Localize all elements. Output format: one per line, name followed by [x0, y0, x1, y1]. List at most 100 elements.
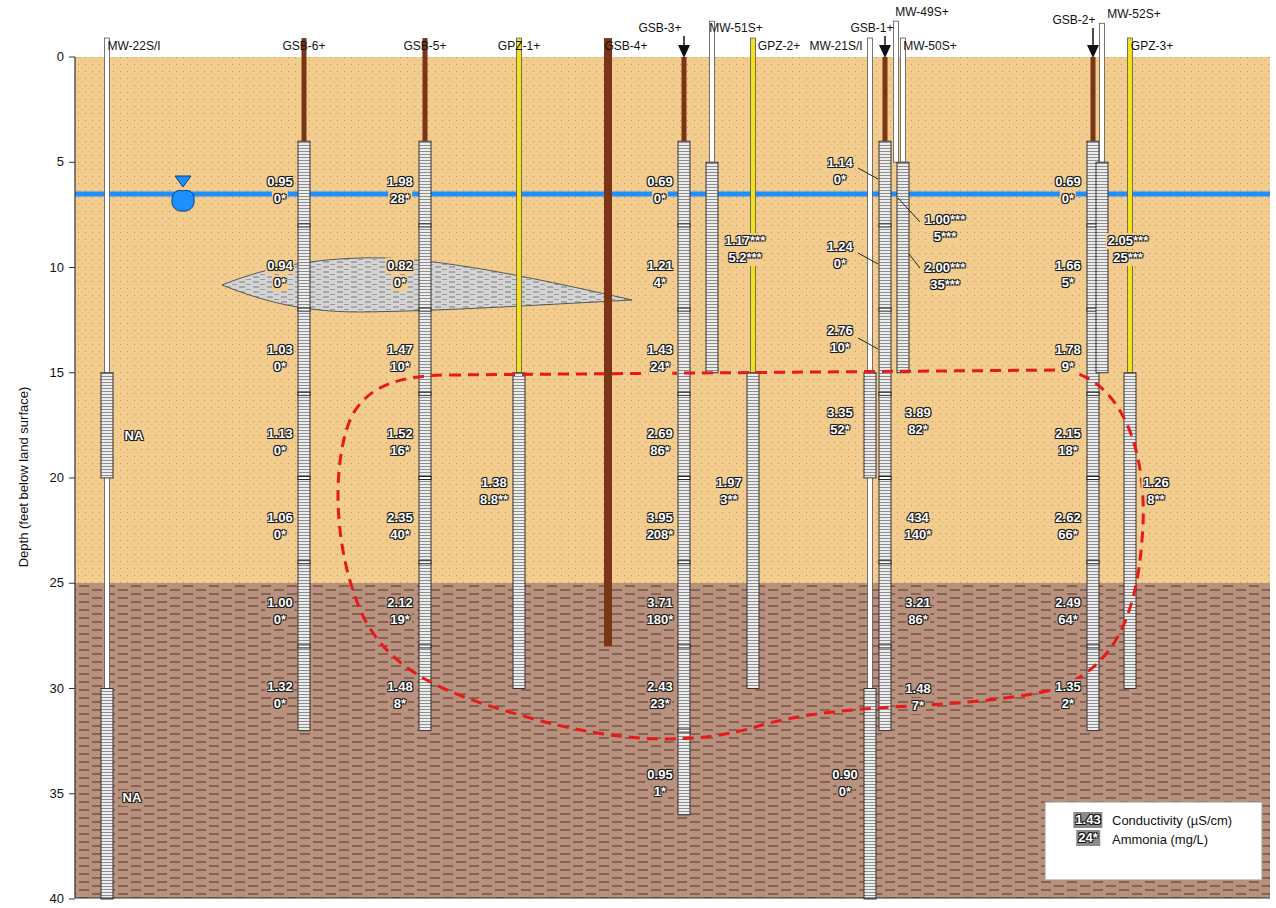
well-screen [678, 141, 690, 815]
ammonia-value: 52* [828, 422, 852, 438]
conductivity-value: 2.35 [385, 510, 414, 526]
screen-joint [298, 477, 310, 480]
depth-tick: 30 [50, 681, 64, 697]
well-name: MW-50S+ [903, 38, 956, 54]
ammonia-value: 23* [648, 696, 672, 712]
ammonia-value: 0* [837, 784, 853, 800]
conductivity-value: 1.78 [1053, 342, 1082, 358]
conductivity-value: 2.00*** [923, 260, 967, 276]
ammonia-value: 5.2*** [726, 250, 763, 266]
tick-mark [69, 372, 75, 373]
conductivity-value: 0.94 [265, 258, 294, 274]
conductivity-value: 0.69 [645, 174, 674, 190]
ammonia-value: 2* [1060, 696, 1076, 712]
conductivity-value: 1.47 [385, 342, 414, 358]
screen-joint [678, 392, 690, 395]
well [864, 38, 876, 899]
well-screen [1096, 162, 1108, 373]
legend-text: Conductivity (µS/cm) [1112, 813, 1232, 829]
screen-joint [419, 561, 431, 564]
well [894, 21, 899, 162]
legend-sample: 1.43 [1073, 812, 1102, 828]
wells [101, 21, 1136, 899]
well-pointer-head [1087, 45, 1099, 58]
ammonia-value: 9* [1060, 359, 1076, 375]
legend-sample: 24* [1076, 830, 1100, 846]
conductivity-value: 1.14 [825, 155, 854, 171]
well [678, 36, 690, 815]
well-screen [1124, 373, 1136, 689]
well-name: MW-51S+ [709, 20, 762, 36]
conductivity-value: 3.89 [903, 405, 932, 421]
well [419, 38, 431, 731]
tick-mark [69, 267, 75, 268]
well-screen [706, 162, 718, 373]
conductivity-value: 0.69 [1053, 174, 1082, 190]
ammonia-value: 5*** [932, 229, 958, 245]
conductivity-value: 434 [905, 510, 931, 526]
ammonia-value: 3** [718, 492, 739, 508]
well-casing [901, 38, 906, 162]
well-name: MW-22S/I [107, 38, 160, 54]
ammonia-value: 64* [1056, 612, 1080, 628]
ammonia-value: 82* [906, 422, 930, 438]
well-casing [105, 478, 110, 689]
conductivity-value: 1.06 [265, 510, 294, 526]
screen-joint [298, 645, 310, 648]
screen-joint [678, 645, 690, 648]
legend-text: Ammonia (mg/L) [1112, 832, 1208, 848]
well-casing [517, 38, 522, 373]
screen-joint [419, 224, 431, 227]
conductivity-value: 3.35 [825, 405, 854, 421]
ammonia-value: 4* [652, 275, 668, 291]
conductivity-value: 3.21 [903, 595, 932, 611]
ammonia-value: 18* [1056, 443, 1080, 459]
conductivity-value: 1.21 [645, 258, 674, 274]
plume-outline [338, 370, 1143, 739]
screen-joint [879, 561, 891, 564]
well-pointer-head [879, 45, 891, 58]
conductivity-value: 2.76 [825, 323, 854, 339]
conductivity-value: 0.90 [830, 767, 859, 783]
well-screen [864, 689, 876, 900]
ammonia-value: 0* [392, 275, 408, 291]
conductivity-value: 2.12 [385, 595, 414, 611]
screen-joint [678, 224, 690, 227]
well-name: MW-21S/I [809, 38, 862, 54]
well-name: GSB-5+ [403, 38, 446, 54]
conductivity-value: 2.15 [1053, 426, 1082, 442]
ammonia-value: 0* [832, 256, 848, 272]
conductivity-value: 1.35 [1053, 679, 1082, 695]
tick-mark [69, 899, 75, 900]
ammonia-value: 0* [1060, 191, 1076, 207]
well [879, 36, 891, 731]
screen-joint [1087, 561, 1099, 564]
conductivity-value: 1.43 [645, 342, 674, 358]
depth-tick: 25 [50, 575, 64, 591]
tick-mark [69, 688, 75, 689]
screen-joint [678, 729, 690, 732]
well [298, 38, 310, 731]
well-name: GPZ-2+ [758, 38, 800, 54]
well-casing [883, 57, 888, 141]
screen-joint [298, 308, 310, 311]
well-name: GSB-6+ [282, 38, 325, 54]
conductivity-value: 1.48 [903, 681, 932, 697]
well-name: GPZ-3+ [1131, 38, 1173, 54]
well-name: MW-49S+ [895, 4, 948, 20]
well-screen [513, 373, 525, 689]
well-name: GSB-1+ [850, 20, 893, 36]
well-casing [105, 38, 110, 373]
well-casing [894, 21, 899, 162]
conductivity-value: 3.95 [645, 510, 674, 526]
conductivity-value: 1.00*** [923, 212, 967, 228]
well-casing [710, 21, 715, 162]
conductivity-value: 1.66 [1053, 258, 1082, 274]
tick-mark [69, 162, 75, 163]
conductivity-value: 1.03 [265, 342, 294, 358]
well [101, 38, 113, 899]
well-casing [302, 38, 307, 141]
ammonia-value: 24* [648, 359, 672, 375]
well-casing [868, 478, 873, 689]
